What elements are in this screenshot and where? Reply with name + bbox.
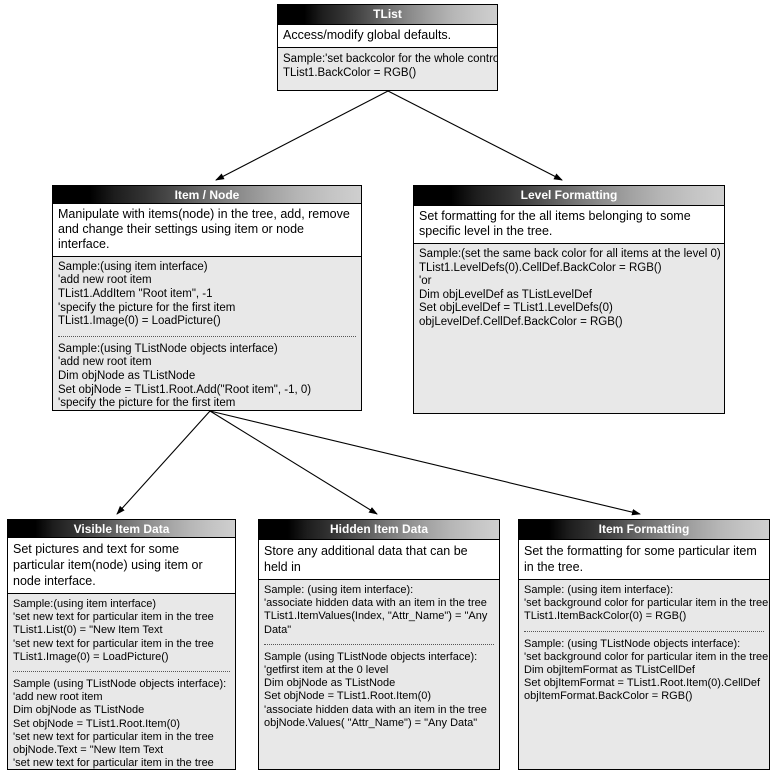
code-line: 'associate hidden data with an item in t…	[264, 703, 487, 716]
connector-item-node-to-visible-item-data	[116, 410, 211, 515]
code-line: objLevelDef.CellDef.BackColor = RGB()	[419, 315, 623, 328]
code-line: Set objNode = TList1.Root.Item(0)	[264, 690, 432, 703]
node-visible-item-data-samples: Sample:(using item interface) 'set new t…	[8, 593, 235, 769]
node-level-formatting-samples: Sample:(set the same back color for all …	[414, 244, 724, 413]
node-hidden-item-data-title: Hidden Item Data	[259, 520, 499, 540]
node-level-formatting-description: Set formatting for the all items belongi…	[414, 206, 724, 244]
connector-tlist-to-level-formatting	[387, 90, 563, 181]
node-item-node-title: Item / Node	[53, 186, 361, 204]
connector-item-node-to-item-formatting	[209, 410, 641, 516]
code-line: Sample:(using item interface)	[13, 597, 157, 610]
code-line: Sample (using TListNode objects interfac…	[264, 650, 478, 663]
code-line: 'set background color for particular ite…	[524, 597, 769, 610]
code-line: 'set background color for particular ite…	[524, 650, 769, 663]
sample-divider	[58, 335, 356, 337]
node-item-node[interactable]: Item / Node Manipulate with items(node) …	[52, 185, 362, 411]
node-visible-item-data-description: Set pictures and text for some particula…	[8, 537, 235, 594]
code-line: Set objItemFormat = TList1.Root.Item(0).…	[524, 677, 761, 690]
code-line: Dim objLevelDef as TListLevelDef	[419, 288, 593, 301]
code-line: TList1.List(0) = "New Item Text	[13, 624, 163, 637]
code-line: TList1.ItemValues(Index, "Attr_Name") = …	[264, 610, 488, 623]
code-line: Sample: (using item interface):	[524, 584, 674, 596]
code-line: 'set new text for particular item in the…	[13, 757, 214, 769]
code-line: Set objNode = TList1.Root.Add("Root item…	[58, 383, 312, 396]
code-line: 'add new root item	[58, 274, 152, 287]
sample-divider	[524, 630, 764, 632]
code-line: Dim objItemFormat as TListCellDef	[524, 664, 695, 677]
node-level-formatting-title: Level Formatting	[414, 186, 724, 206]
code-line: Dim objNode as TListNode	[264, 677, 396, 690]
node-visible-item-data-title: Visible Item Data	[8, 520, 235, 538]
code-line: TList1.LevelDefs(0).CellDef.BackColor = …	[419, 261, 662, 274]
code-line: objItemFormat.BackColor = RGB()	[524, 690, 693, 703]
code-line: TList1.Image(0) = LoadPicture()	[13, 650, 169, 663]
code-line: TList1.ItemBackColor(0) = RGB()	[524, 610, 687, 623]
code-line: TList1.AddItem "Root item", -1	[58, 287, 213, 300]
code-line: Sample: (using item interface):	[264, 584, 414, 596]
code-line: 'or	[419, 275, 432, 288]
code-line: 'associate hidden data with an item in t…	[264, 597, 487, 610]
node-hidden-item-data[interactable]: Hidden Item Data Store any additional da…	[258, 519, 500, 770]
sample-divider	[13, 671, 230, 672]
code-line: Sample:(set the same back color for all …	[419, 248, 721, 260]
code-line: 'set new text for particular item in the…	[13, 637, 214, 650]
code-line: objNode.Text = "New Item Text	[13, 744, 164, 757]
code-line: Sample:(using TListNode objects interfac…	[58, 342, 278, 355]
code-line: Sample:'set backcolor for the whole cont…	[283, 53, 497, 65]
node-item-formatting-samples: Sample: (using item interface): 'set bac…	[519, 580, 769, 769]
code-line: Data"	[264, 623, 292, 636]
node-tlist-description: Access/modify global defaults.	[278, 25, 497, 48]
connector-item-node-to-hidden-item-data	[209, 410, 378, 515]
code-line: Set objNode = TList1.Root.Item(0)	[13, 717, 181, 730]
code-line: 'specify the picture for the first item	[58, 397, 236, 410]
node-item-formatting-title: Item Formatting	[519, 520, 769, 540]
code-line: TList1.BackColor = RGB()	[283, 66, 417, 79]
code-line: 'getfirst item at the 0 level	[264, 664, 389, 677]
code-line: Dim objNode as TListNode	[58, 369, 196, 382]
node-hidden-item-data-samples: Sample: (using item interface): 'associa…	[259, 580, 499, 769]
node-level-formatting[interactable]: Level Formatting Set formatting for the …	[413, 185, 725, 414]
code-line: 'add new root item	[58, 356, 152, 369]
node-item-formatting[interactable]: Item Formatting Set the formatting for s…	[518, 519, 770, 770]
connector-tlist-to-item-node	[215, 90, 389, 181]
sample-divider	[264, 643, 494, 645]
code-line: 'specify the picture for the first item	[58, 301, 236, 314]
code-line: objNode.Values( "Attr_Name") = "Any Data…	[264, 716, 478, 729]
node-item-node-samples: Sample:(using item interface) 'add new r…	[53, 256, 361, 410]
code-line: Dim objNode as TListNode	[13, 704, 145, 717]
code-line: Sample:(using item interface)	[58, 260, 208, 273]
node-item-node-description: Manipulate with items(node) in the tree,…	[53, 203, 361, 257]
code-line: Sample: (using TListNode objects interfa…	[524, 637, 741, 650]
node-hidden-item-data-description: Store any additional data that can be he…	[259, 540, 499, 580]
node-item-formatting-description: Set the formatting for some particular i…	[519, 540, 769, 580]
code-line: 'set new text for particular item in the…	[13, 611, 214, 624]
node-tlist-title: TList	[278, 5, 497, 25]
node-tlist-samples: Sample:'set backcolor for the whole cont…	[278, 48, 497, 90]
code-line: Sample (using TListNode objects interfac…	[13, 678, 227, 690]
code-line: 'set new text for particular item in the…	[13, 730, 214, 743]
node-tlist[interactable]: TList Access/modify global defaults. Sam…	[277, 4, 498, 91]
code-line: Set objLevelDef = TList1.LevelDefs(0)	[419, 302, 613, 315]
node-visible-item-data[interactable]: Visible Item Data Set pictures and text …	[7, 519, 236, 770]
code-line: 'add new root item	[13, 691, 103, 704]
code-line: TList1.Image(0) = LoadPicture()	[58, 315, 221, 328]
